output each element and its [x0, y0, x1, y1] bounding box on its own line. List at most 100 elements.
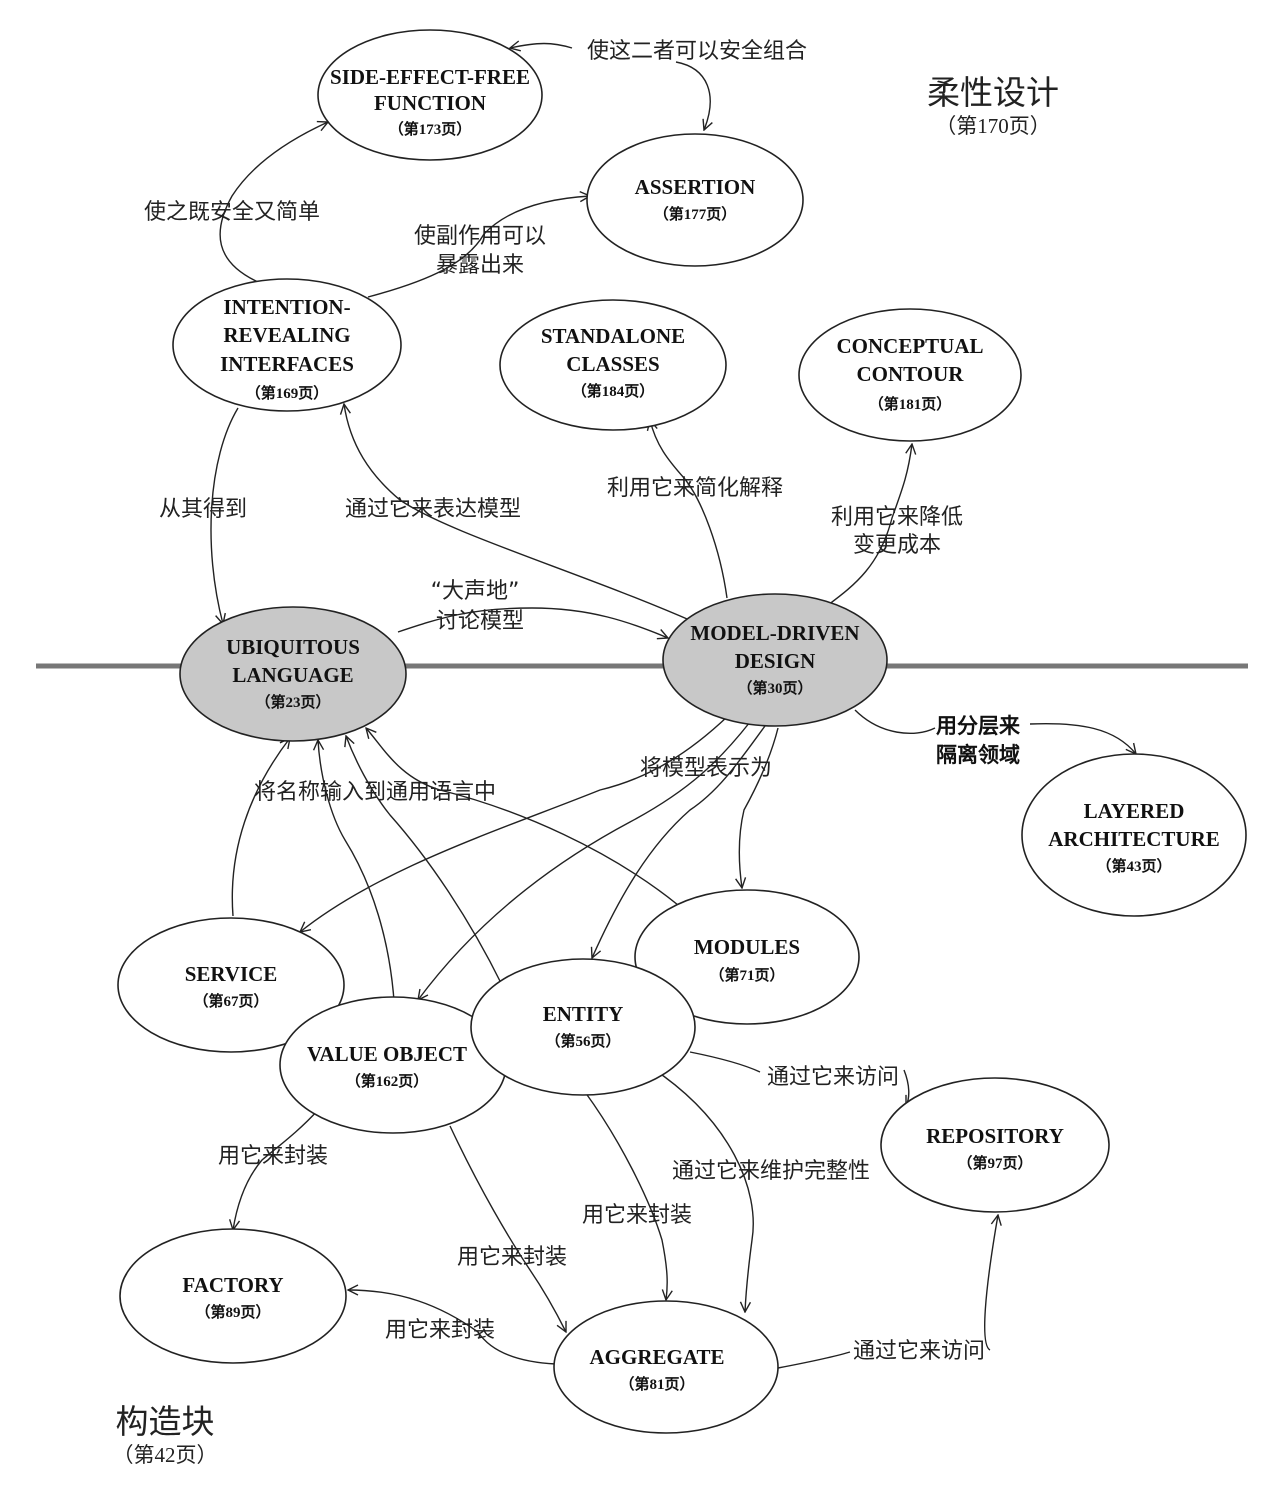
label-maintain-integrity: 通过它来维护完整性 [672, 1159, 870, 1184]
region-building-blocks: 构造块 （第42页） [113, 1402, 218, 1467]
edges [210, 44, 1136, 1369]
node-factory[interactable]: FACTORY （第89页） [119, 1228, 347, 1364]
node-title: ASSERTION [635, 175, 756, 199]
node-model-driven-design[interactable]: MODEL-DRIVEN DESIGN （第30页） [662, 593, 888, 727]
edge-labels: 使这二者可以安全组合 使之既安全又简单 使副作用可以 暴露出来 从其得到 通过它… [144, 39, 1021, 1364]
node-page: （第169页） [246, 384, 329, 402]
node-page: （第56页） [545, 1032, 620, 1050]
node-title: INTENTION- [223, 295, 350, 319]
node-service[interactable]: SERVICE （第67页） [117, 917, 345, 1053]
node-aggregate[interactable]: AGGREGATE （第81页） [553, 1300, 779, 1434]
node-title: DESIGN [735, 649, 816, 673]
edge-combine-to-assertion [675, 61, 710, 130]
region-page: （第170页） [935, 114, 1051, 138]
label-safe-simple: 使之既安全又简单 [144, 200, 320, 225]
edge-intention-to-side-effect [219, 122, 328, 283]
node-conceptual-contour[interactable]: CONCEPTUAL CONTOUR （第181页） [798, 308, 1022, 442]
node-title: SIDE-EFFECT-FREE [330, 65, 530, 89]
edge-modules-to-ubiquitous [366, 728, 679, 906]
label-combine-safely: 使这二者可以安全组合 [587, 39, 807, 64]
node-page: （第23页） [255, 693, 330, 711]
node-title: REVEALING [223, 323, 350, 347]
edge-intention-to-ubiquitous [210, 407, 239, 624]
label-encapsulate: 用它来封装 [218, 1144, 328, 1169]
label-encapsulate: 用它来封装 [385, 1318, 495, 1343]
node-repository[interactable]: REPOSITORY （第97页） [880, 1077, 1110, 1213]
label-express-as: 将模型表示为 [640, 756, 772, 781]
node-title: CONTOUR [857, 362, 965, 386]
node-side-effect-free-function[interactable]: SIDE-EFFECT-FREE FUNCTION （第173页） [317, 29, 543, 161]
region-title: 构造块 [116, 1402, 215, 1441]
node-title: AGGREGATE [590, 1345, 725, 1369]
edge-model-to-service [300, 715, 729, 932]
label-layer-isolate: 隔离领域 [936, 743, 1020, 767]
node-page: （第89页） [195, 1303, 270, 1321]
label-access-via: 通过它来访问 [767, 1065, 899, 1090]
node-title: CONCEPTUAL [836, 334, 983, 358]
edge-entity-to-aggregate-integrity [651, 1067, 754, 1312]
label-talk-loud: “大声地” [431, 579, 520, 604]
node-title: INTERFACES [220, 352, 354, 376]
node-page: （第43页） [1096, 857, 1171, 875]
node-title: VALUE OBJECT [307, 1042, 467, 1066]
node-page: （第67页） [193, 992, 268, 1010]
node-title: MODEL-DRIVEN [690, 621, 859, 645]
label-derive-from: 从其得到 [159, 497, 247, 522]
node-title: MODULES [694, 935, 800, 959]
edge-value-to-ubiquitous [318, 740, 396, 1019]
node-title: LANGUAGE [232, 663, 353, 687]
node-intention-revealing-interfaces[interactable]: INTENTION- REVEALING INTERFACES （第169页） [172, 278, 402, 412]
edge-value-to-aggregate [449, 1125, 566, 1332]
label-access-via: 通过它来访问 [853, 1339, 985, 1364]
node-title: ARCHITECTURE [1048, 827, 1220, 851]
edge-model-to-value-object [418, 721, 751, 1000]
node-assertion[interactable]: ASSERTION （第177页） [586, 133, 804, 267]
edge-aggregate-to-factory [348, 1290, 557, 1365]
node-ubiquitous-language[interactable]: UBIQUITOUS LANGUAGE （第23页） [179, 606, 407, 742]
edge-model-to-conceptual [827, 444, 912, 606]
edge-model-to-modules [739, 727, 779, 888]
node-page: （第81页） [619, 1375, 694, 1393]
node-page: （第97页） [957, 1154, 1032, 1172]
region-flexible-design: 柔性设计 （第170页） [927, 73, 1059, 138]
edge-model-to-standalone [650, 420, 728, 599]
node-page: （第30页） [737, 679, 812, 697]
label-simplify-interpret: 利用它来简化解释 [607, 476, 783, 501]
node-title: CLASSES [566, 352, 659, 376]
label-reduce-cost: 变更成本 [853, 533, 941, 558]
edge-model-to-layered [854, 709, 1136, 754]
node-layered-architecture[interactable]: LAYERED ARCHITECTURE （第43页） [1021, 753, 1247, 917]
label-encapsulate: 用它来封装 [457, 1245, 567, 1270]
label-encapsulate: 用它来封装 [582, 1203, 692, 1228]
node-title: REPOSITORY [926, 1124, 1064, 1148]
edge-ubiquitous-to-model [397, 607, 668, 638]
node-page: （第177页） [654, 205, 737, 223]
region-title: 柔性设计 [927, 73, 1059, 112]
node-page: （第71页） [709, 966, 784, 984]
edge-model-to-intention [344, 404, 695, 623]
node-title: STANDALONE [541, 324, 685, 348]
label-express-model: 通过它来表达模型 [345, 497, 521, 522]
edge-intention-to-assertion [367, 196, 590, 298]
node-page: （第162页） [346, 1072, 429, 1090]
label-expose-side-effects: 暴露出来 [436, 253, 524, 278]
label-expose-side-effects: 使副作用可以 [414, 224, 546, 249]
nodes: SIDE-EFFECT-FREE FUNCTION （第173页） ASSERT… [117, 29, 1247, 1434]
edge-aggregate-to-repository [777, 1215, 998, 1369]
node-page: （第173页） [389, 120, 472, 138]
node-title: SERVICE [185, 962, 278, 986]
node-title: ENTITY [543, 1002, 624, 1026]
label-layer-isolate: 用分层来 [936, 714, 1021, 738]
edge-entity-to-aggregate-encapsulate [584, 1091, 667, 1300]
node-title: UBIQUITOUS [226, 635, 360, 659]
node-modules[interactable]: MODULES （第71页） [634, 889, 860, 1025]
region-page: （第42页） [113, 1443, 218, 1467]
node-value-object[interactable]: VALUE OBJECT （第162页） [279, 996, 507, 1134]
node-title: FACTORY [182, 1273, 283, 1297]
node-standalone-classes[interactable]: STANDALONE CLASSES （第184页） [499, 299, 727, 431]
edge-service-to-ubiquitous [231, 738, 290, 917]
node-entity[interactable]: ENTITY （第56页） [470, 958, 696, 1096]
label-names-into-language: 将名称输入到通用语言中 [254, 780, 496, 805]
edge-entity-to-ubiquitous [346, 736, 503, 986]
